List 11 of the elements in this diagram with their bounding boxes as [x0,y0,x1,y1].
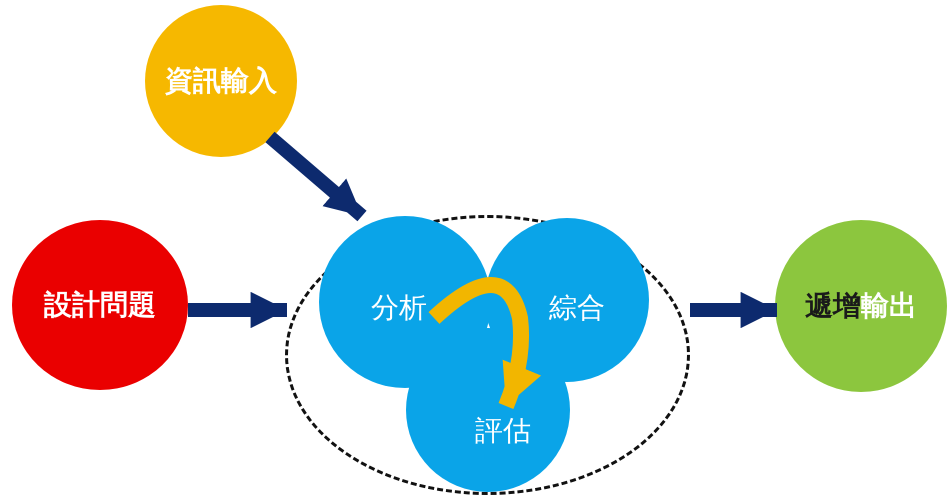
curved-arrow [428,277,541,409]
node-label: 設計問題 [44,287,156,323]
arrow [188,292,287,328]
node-label: 綜合 [539,288,615,328]
node-label: 資訊輸入 [165,63,277,99]
node-label: 評估 [465,411,541,451]
node-label: 分析 [361,288,437,328]
dashed-ellipse [285,215,690,495]
arrow [690,292,777,328]
node-label: 遞增輸出 [805,288,917,324]
arrow [265,132,367,222]
